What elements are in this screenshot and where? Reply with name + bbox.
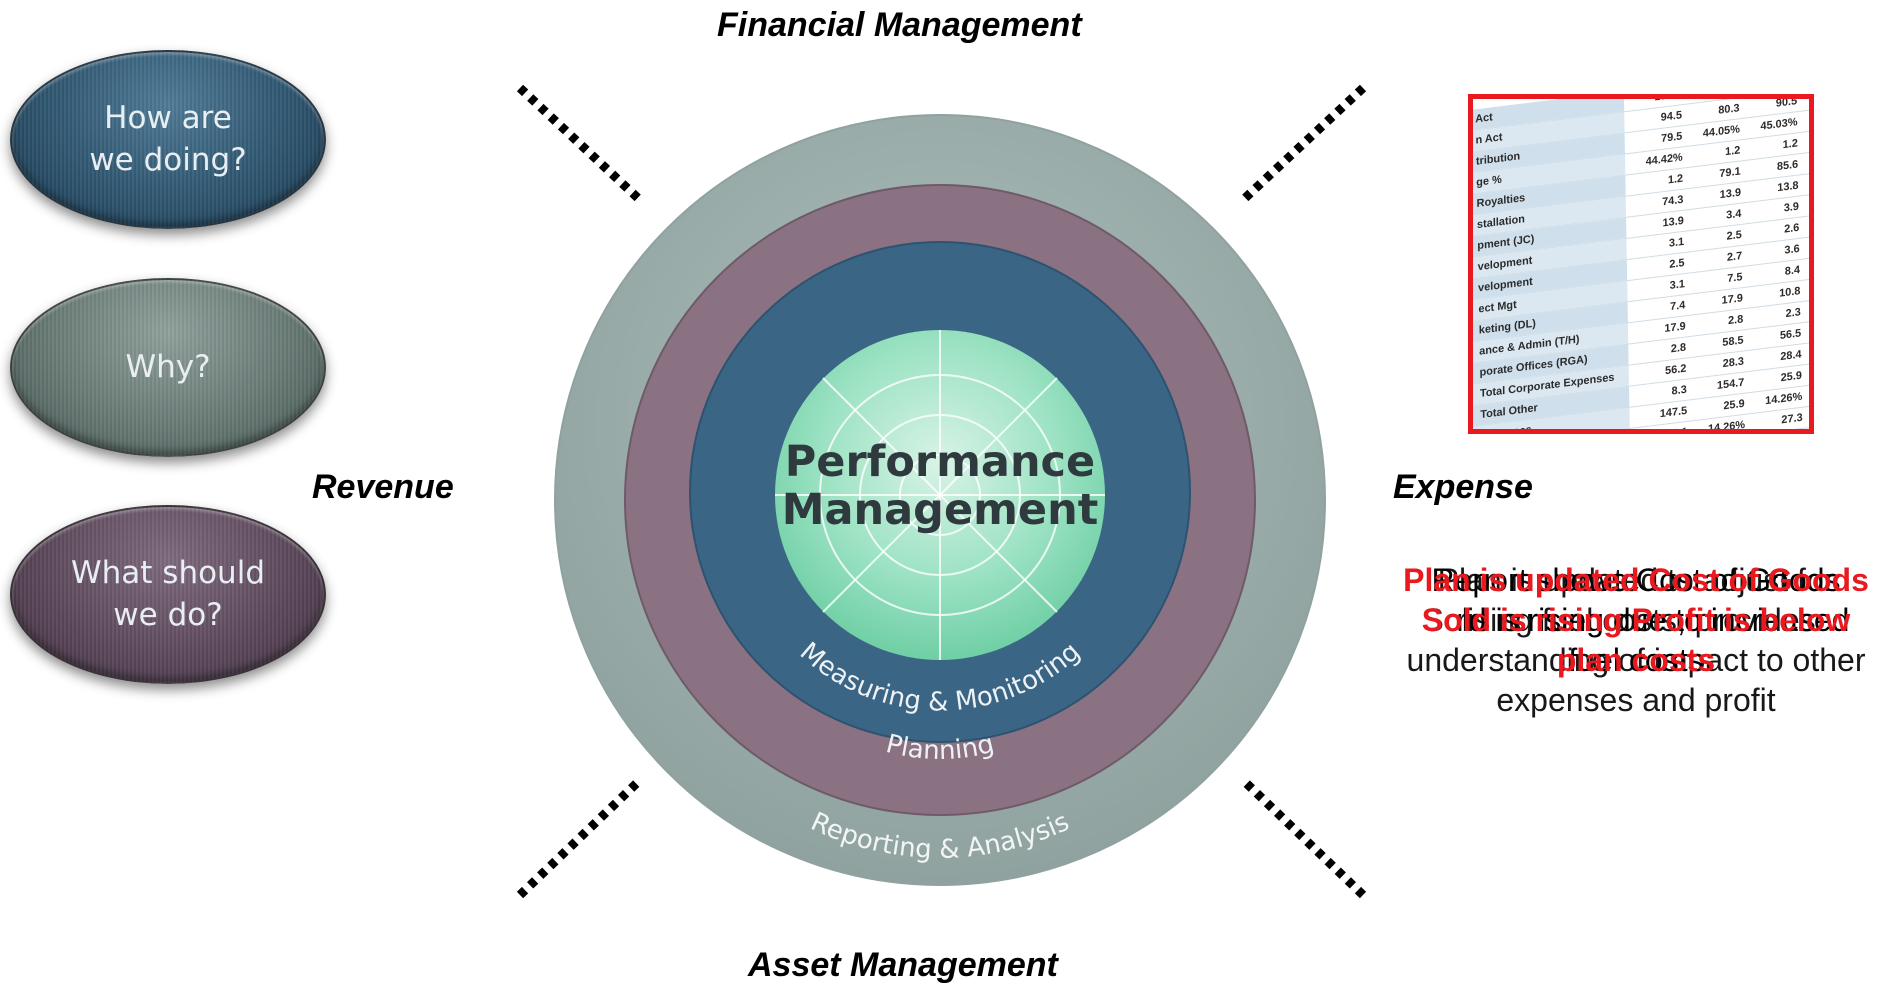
spreadsheet-cell: 3.9 [1783,200,1800,215]
oval-line: we doing? [89,141,247,178]
spreadsheet-cell: 79.5 [1660,130,1683,146]
reporting-analysis-label: Reporting & Analysis [806,807,1073,865]
spreadsheet-cell: 3.1 [1669,278,1686,293]
oval-line: How are [104,99,232,136]
spreadsheet-cell: 58.5 [1722,334,1744,350]
spreadsheet-cell: 56.5 [1779,327,1802,342]
center-title: Performance Management [740,438,1140,534]
spreadsheet-cell: 2.5 [1669,257,1685,271]
spreadsheet-cell: 80.3 [1718,102,1740,117]
spreadsheet-cell: 14.26% [1765,390,1803,408]
spreadsheet-cell: 25.9 [1780,369,1803,385]
spreadsheet-cell: 2.7 [1726,249,1743,264]
spreadsheet-cell: 13.9 [1719,186,1742,202]
spreadsheet-cell: 14.26% [1707,418,1746,434]
spreadsheet-cell: 147.5 [1659,404,1688,421]
spreadsheet-cell: 74.3 [1662,193,1684,209]
why-oval: Why? [10,278,326,457]
spreadsheet-cell: 8.3 [1671,383,1687,398]
spreadsheet-cell: 13.9 [1662,214,1684,230]
spreadsheet-cell: 90.5 [1775,95,1798,110]
expense-label: Expense [1393,468,1533,506]
spreadsheet-cell: 3.1 [1668,235,1685,250]
spreadsheet-cell: 56.2 [1665,362,1687,378]
spreadsheet-cell: 8.4 [1784,263,1801,278]
what-should-we-do-oval: What should we do? [10,505,326,684]
spreadsheet-cell: 13.8 [1777,179,1799,195]
center-title-line: Performance [784,437,1096,487]
oval-line: we do? [113,596,223,633]
note-report-text: Report shows Cost of Goods Sold is risin… [1422,562,1850,678]
spreadsheet-cell: 1.2 [1724,144,1741,159]
spreadsheet-cell: 7.4 [1669,299,1686,314]
center-title-line: Management [781,485,1099,535]
planning-label: Planning [883,729,997,766]
spreadsheet-cell: 44.05% [1702,123,1741,140]
oval-line: What should [70,554,265,591]
spreadsheet-cell: 2.6 [1784,221,1800,236]
spreadsheet-cell: 44.42% [1645,151,1683,169]
radar-grid [775,330,1105,660]
spreadsheet-cell: 7.5 [1727,271,1743,285]
spreadsheet-cell: 2.3 [1785,306,1801,321]
spreadsheet-cell: 1.2 [1782,137,1798,152]
note-red-text: Plan is updated Cost of Goods Sold is ri… [1403,562,1869,678]
spreadsheet-cell: 10.8 [1779,285,1801,300]
svg-text:Planning: Planning [883,729,997,766]
spreadsheet-cell: 17.9 [1721,292,1743,307]
spreadsheet-cell: 3.4 [1726,207,1742,222]
how-are-we-doing-oval: How are we doing? [10,50,326,229]
spreadsheet-cell: 45.03% [1760,116,1798,133]
spreadsheet-row-label [1473,428,1631,429]
spreadsheet-cell: 28.4 [1780,348,1802,364]
spreadsheet-cell: 79.1 [1719,165,1741,181]
spreadsheet-cell: 2.8 [1670,341,1687,356]
spreadsheet-cell: 1.2 [1667,172,1684,187]
spreadsheet-cell: 27.3 [1781,411,1803,427]
spreadsheet-cell: 14.26% [1745,433,1803,434]
spreadsheet-cell: 21.1 [1666,425,1688,434]
measuring-monitoring-label: Measuring & Monitoring [794,637,1086,718]
oval-line: Why? [125,348,211,385]
spreadsheet-cell: 3.6 [1784,242,1800,257]
spreadsheet-cell: 2.8 [1727,313,1744,328]
spreadsheet-cell: 25.9 [1723,397,1745,413]
spreadsheet-cell: 28.3 [1722,355,1745,371]
financial-management-label: Financial Management [717,6,1082,44]
svg-text:Reporting & Analysis: Reporting & Analysis [806,807,1073,865]
svg-text:Measuring & Monitoring: Measuring & Monitoring [794,637,1086,718]
spreadsheet-cell: 85.6 [1776,158,1799,174]
spreadsheet-cell: 94.5 [1660,109,1683,124]
note-plan-text: Plan is updated to adjust for rising fue… [1406,562,1866,718]
revenue-label: Revenue [312,468,454,506]
spreadsheet-cell: 2.5 [1726,228,1742,243]
spreadsheet-cell: 17.9 [1664,320,1686,336]
asset-management-label: Asset Management [748,946,1058,984]
spreadsheet-cell: 154.7 [1716,376,1745,393]
